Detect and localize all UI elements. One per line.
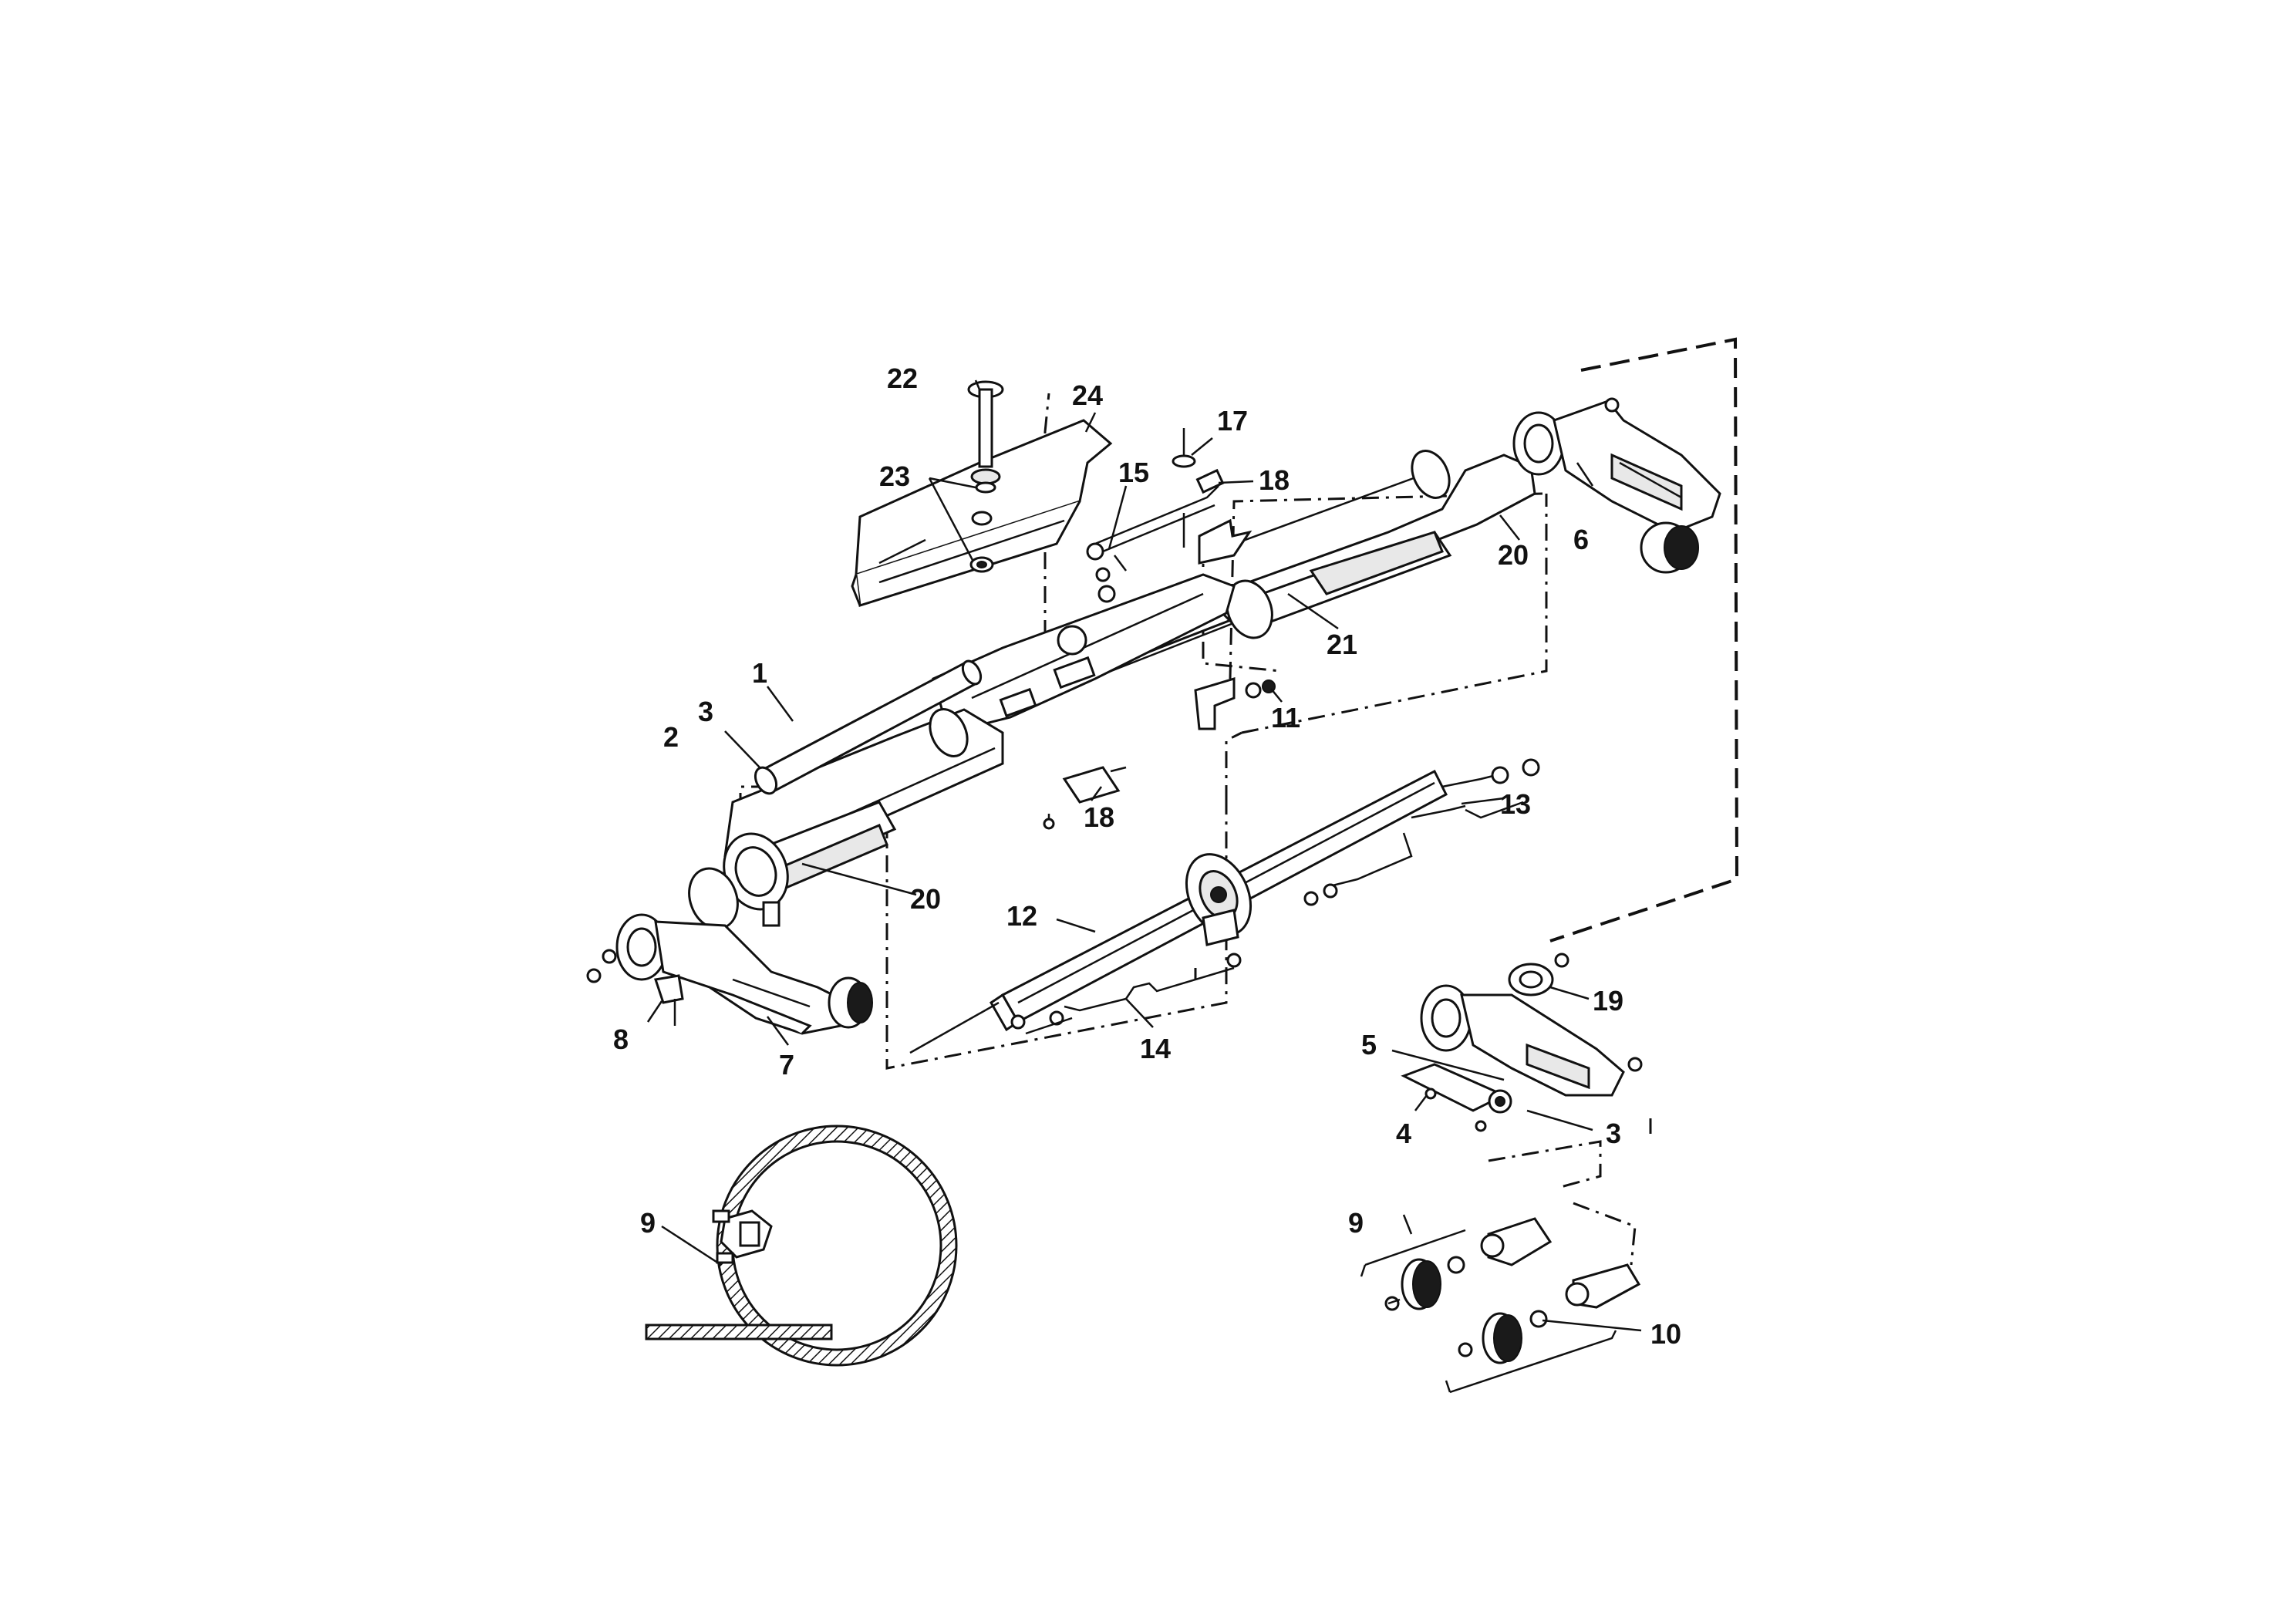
callout-11: 11 bbox=[1271, 702, 1300, 733]
callout-3-right: 3 bbox=[1606, 1118, 1621, 1149]
callout-15: 15 bbox=[1118, 457, 1149, 488]
main-frame-assembly bbox=[688, 450, 1536, 930]
callout-9-right: 9 bbox=[1348, 1207, 1364, 1239]
callout-22: 22 bbox=[887, 363, 918, 394]
screw-nut-11 bbox=[1194, 676, 1276, 730]
wheel-kit-9 bbox=[1360, 1217, 1553, 1311]
callout-6: 6 bbox=[1573, 524, 1589, 555]
callout-17: 17 bbox=[1217, 405, 1248, 437]
callout-24: 24 bbox=[1072, 379, 1103, 411]
callout-23: 23 bbox=[879, 460, 910, 492]
callout-18-bottom: 18 bbox=[1084, 801, 1114, 833]
leader-lines bbox=[646, 379, 1642, 1332]
callout-19: 19 bbox=[1593, 985, 1623, 1017]
wheel-kit-10 bbox=[1445, 1263, 1641, 1394]
callout-9-left: 9 bbox=[640, 1207, 656, 1239]
cable-linkage-top bbox=[1086, 428, 1253, 603]
callout-20-top: 20 bbox=[1498, 539, 1529, 571]
callout-3-left: 3 bbox=[698, 696, 713, 727]
plate-18-lower bbox=[1043, 766, 1127, 830]
callout-20-bottom: 20 bbox=[910, 883, 941, 915]
callout-2: 2 bbox=[663, 721, 679, 753]
callout-7: 7 bbox=[779, 1049, 794, 1081]
callout-14: 14 bbox=[1140, 1033, 1171, 1064]
callout-10: 10 bbox=[1650, 1318, 1681, 1350]
roller-arm-right-bottom bbox=[1401, 953, 1643, 1132]
callout-8: 8 bbox=[613, 1023, 629, 1055]
callout-12: 12 bbox=[1006, 900, 1037, 932]
callout-18-top: 18 bbox=[1259, 464, 1290, 496]
roller-spring bbox=[754, 659, 983, 795]
lower-cylinder-assembly bbox=[909, 758, 1540, 1054]
callout-5: 5 bbox=[1361, 1029, 1377, 1061]
callout-labels: 22 24 23 15 17 18 20 6 21 11 1 3 2 18 13… bbox=[613, 363, 1681, 1350]
roller-arm-left bbox=[586, 913, 873, 1035]
handle-bracket bbox=[851, 419, 1113, 607]
callout-4: 4 bbox=[1396, 1118, 1411, 1149]
roller-arm-right-top bbox=[1512, 397, 1721, 574]
pipe-cross-section bbox=[645, 1125, 958, 1367]
callout-13: 13 bbox=[1500, 788, 1531, 820]
callout-1: 1 bbox=[752, 657, 767, 689]
callout-21: 21 bbox=[1327, 629, 1357, 660]
